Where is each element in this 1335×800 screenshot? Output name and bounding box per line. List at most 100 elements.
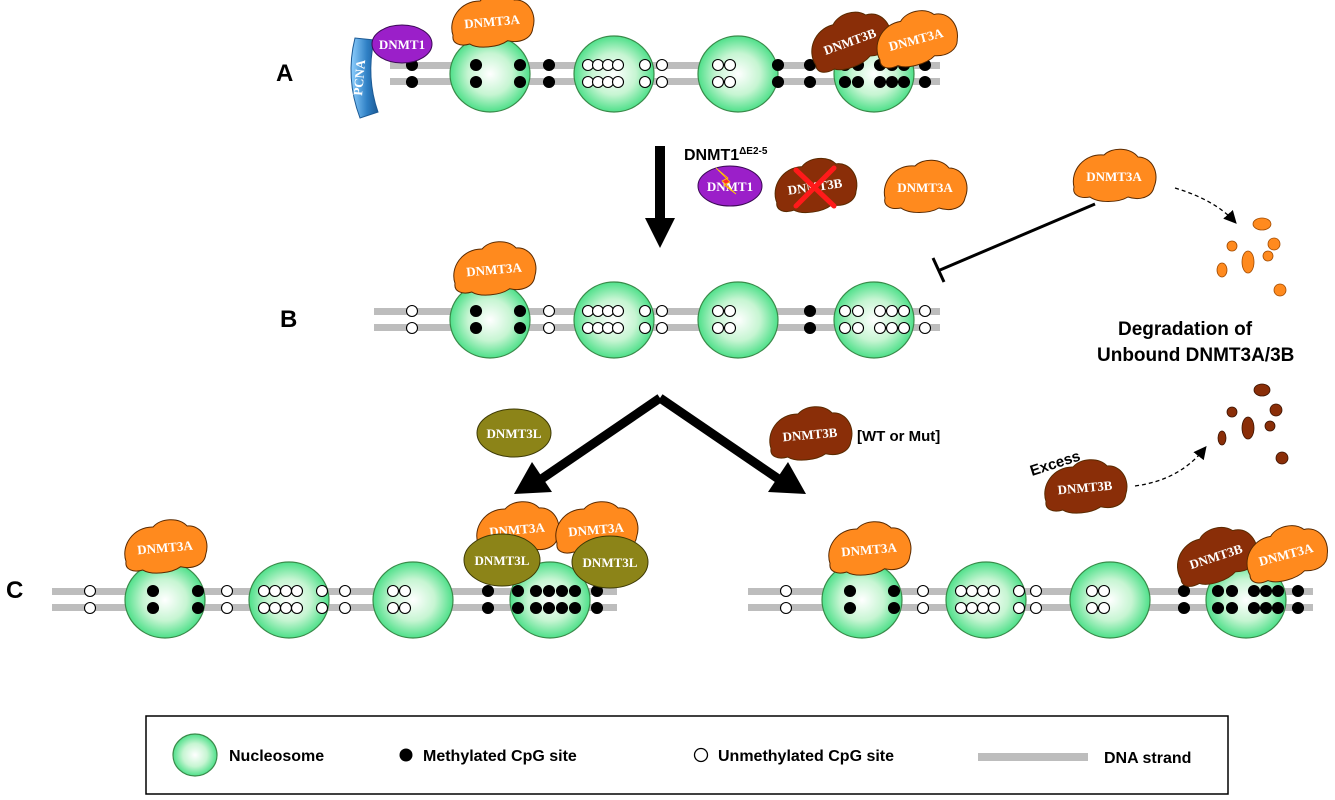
dnmt3a-fragment — [1241, 250, 1255, 274]
unmethylated-cpg — [916, 584, 930, 598]
methylated-cpg — [897, 75, 911, 89]
methylated-cpg — [513, 58, 527, 72]
inhibition-line — [931, 202, 1096, 283]
methylated-cpg — [1247, 601, 1261, 615]
dnmt1-mutant-label: DNMT1 — [707, 179, 753, 194]
unmethylated-cpg — [257, 601, 271, 615]
panel-label-a: A — [276, 60, 293, 87]
unmethylated-cpg — [220, 601, 234, 615]
dnmt3a-row-a-2: DNMT3A — [876, 10, 958, 69]
methylated-cpg — [481, 584, 495, 598]
degradation-line1: Degradation of — [1118, 319, 1253, 340]
dnmt3b-fragment — [1275, 451, 1289, 465]
unmethylated-cpg — [279, 584, 293, 598]
methylated-cpg — [838, 75, 852, 89]
unmethylated-cpg — [405, 321, 419, 335]
unmethylated-cpg — [268, 584, 282, 598]
legend-unmethylated: Unmethylated CpG site — [718, 748, 894, 765]
nucleosome — [573, 281, 655, 359]
methylated-cpg — [542, 601, 556, 615]
dnmt3a-top-right-blob: DNMT3A — [1072, 148, 1157, 202]
unmethylated-cpg — [723, 75, 737, 89]
unmethylated-cpg — [290, 601, 304, 615]
unmethylated-cpg — [338, 584, 352, 598]
unmethylated-cpg — [838, 321, 852, 335]
methylated-cpg — [542, 58, 556, 72]
unmethylated-cpg — [954, 601, 968, 615]
dnmt3b-free: DNMT3B — [769, 406, 853, 461]
unmethylated-cpg — [851, 321, 865, 335]
unmethylated-cpg — [1097, 601, 1111, 615]
legend-methylated: Methylated CpG site — [423, 748, 577, 765]
legend-nucleosome-swatch — [172, 733, 218, 777]
methylated-cpg — [803, 304, 817, 318]
unmethylated-cpg — [386, 601, 400, 615]
unmethylated-cpg — [851, 304, 865, 318]
legend-dna: DNA strand — [1104, 750, 1191, 767]
dnmt1-row-a: DNMT1 — [371, 24, 433, 64]
dnmt3a-row-b: DNMT3A — [453, 241, 537, 296]
dnmt3l-free-label: DNMT3L — [487, 426, 542, 441]
unmethylated-cpg — [1012, 584, 1026, 598]
dnmt3a-row-c-right-1: DNMT3A — [828, 521, 912, 576]
dnmt3a-fragment — [1252, 217, 1272, 231]
methylated-cpg — [771, 58, 785, 72]
row-c-left — [52, 561, 617, 639]
lightning-icon — [715, 167, 737, 195]
methylated-cpg — [513, 304, 527, 318]
unmethylated-cpg — [611, 321, 625, 335]
unmethylated-cpg — [987, 584, 1001, 598]
unmethylated-cpg — [1085, 601, 1099, 615]
methylated-cpg — [146, 584, 160, 598]
unmethylated-cpg — [591, 304, 605, 318]
unmethylated-cpg — [601, 321, 615, 335]
unmethylated-cpg — [220, 584, 234, 598]
nucleosome — [1069, 561, 1151, 639]
dashed-arrow-3b — [1134, 445, 1207, 487]
unmethylated-cpg — [601, 304, 615, 318]
dnmt3a-free-blob-label: DNMT3A — [897, 180, 953, 195]
unmethylated-cpg — [655, 304, 669, 318]
unmethylated-cpg — [711, 75, 725, 89]
nucleosome — [248, 561, 330, 639]
unmethylated-cpg — [723, 321, 737, 335]
methylated-cpg — [803, 75, 817, 89]
dnmt3b-fragment — [1253, 383, 1271, 397]
dnmt3a-row-c-right-2: DNMT3A — [1246, 525, 1328, 584]
methylated-cpg — [1177, 601, 1191, 615]
methylated-cpg — [887, 601, 901, 615]
dnmt3a-fragment — [1216, 262, 1228, 278]
unmethylated-cpg — [611, 75, 625, 89]
unmethylated-cpg — [405, 304, 419, 318]
methylated-cpg — [803, 321, 817, 335]
methylated-cpg — [887, 584, 901, 598]
unmethylated-cpg — [1012, 601, 1026, 615]
dnmt3b-fragment — [1264, 420, 1276, 432]
unmethylated-cpg — [838, 304, 852, 318]
unmethylated-cpg — [257, 584, 271, 598]
nucleosome — [372, 561, 454, 639]
unmethylated-cpg — [638, 321, 652, 335]
wt-or-mut-label: [WT or Mut] — [857, 428, 940, 445]
unmethylated-cpg — [83, 601, 97, 615]
dnmt3b-excess-blob: DNMT3B — [1044, 459, 1128, 514]
unmethylated-cpg — [290, 584, 304, 598]
unmethylated-cpg — [601, 75, 615, 89]
dnmt3a-free-blob: DNMT3A — [883, 159, 968, 213]
methylated-cpg — [1211, 601, 1225, 615]
methylated-cpg — [191, 601, 205, 615]
unmethylated-cpg — [916, 601, 930, 615]
dnmt3b-row-a: DNMT3B — [811, 11, 892, 73]
methylated-cpg — [469, 75, 483, 89]
nucleosome — [697, 35, 779, 113]
dnmt3l-free: DNMT3L — [476, 408, 552, 458]
methylated-cpg — [1225, 584, 1239, 598]
unmethylated-cpg — [711, 58, 725, 72]
methylated-cpg — [1177, 584, 1191, 598]
methylated-cpg — [481, 601, 495, 615]
unmethylated-cpg — [976, 601, 990, 615]
dnmt3l-row-c-1-label: DNMT3L — [475, 553, 530, 568]
unmethylated-cpg — [591, 321, 605, 335]
methylated-cpg — [843, 601, 857, 615]
